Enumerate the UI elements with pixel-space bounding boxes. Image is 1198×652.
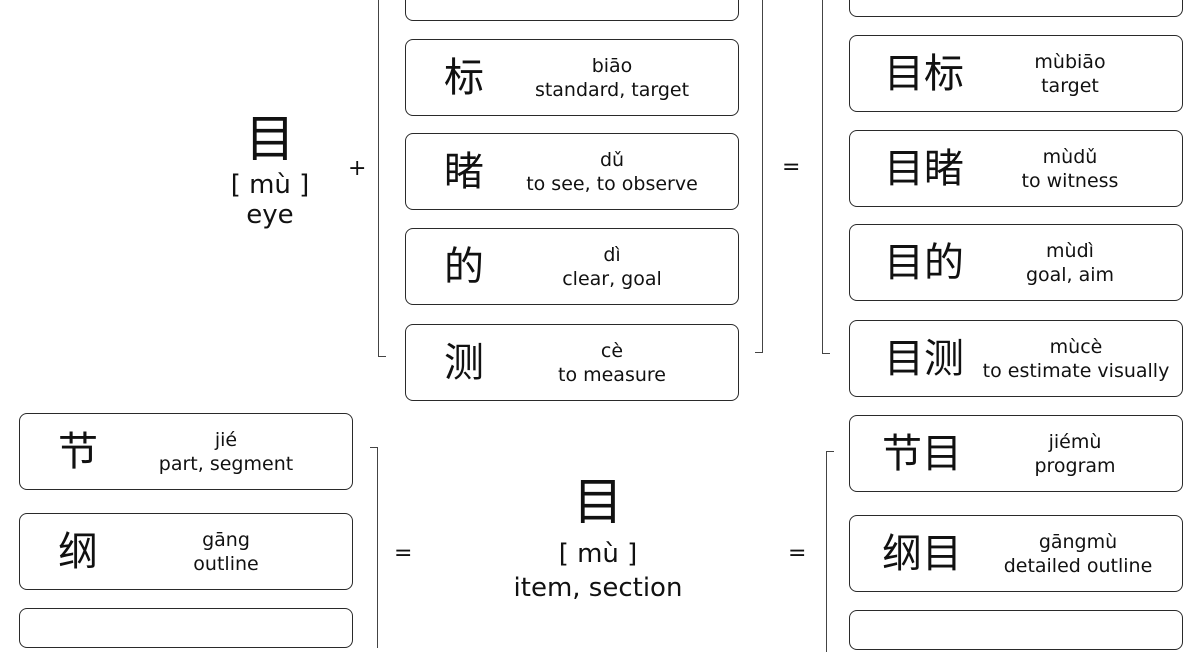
word-card: 节 jié part, segment	[19, 413, 353, 490]
result-char: 节目	[882, 430, 962, 477]
card-char: 标	[444, 54, 484, 101]
card-meaning: to see, to observe	[526, 172, 698, 195]
result-card: 目标 mùbiāo target	[849, 35, 1183, 112]
result-pinyin: mùbiāo	[1034, 50, 1106, 73]
card-info: biāo standard, target	[526, 54, 698, 102]
card-meaning: to measure	[558, 363, 666, 386]
equals-sign: =	[782, 155, 801, 180]
card-info: dì clear, goal	[526, 243, 698, 291]
result-meaning: target	[1041, 74, 1099, 97]
card-char: 测	[444, 339, 484, 386]
root-pinyin: [ mù ]	[230, 170, 310, 200]
result-pinyin: gāngmù	[1038, 530, 1118, 553]
card-pinyin: dì	[603, 243, 621, 266]
word-card: 睹 dǔ to see, to observe	[405, 133, 739, 210]
card-info: jié part, segment	[140, 428, 312, 476]
result-meaning: to witness	[1021, 169, 1119, 192]
result-char: 目的	[884, 239, 964, 286]
result-info: jiémù program	[982, 430, 1168, 478]
root-character-item: 目 [ mù ] item, section	[488, 477, 708, 603]
result-card: 目的 mùdì goal, aim	[849, 224, 1183, 301]
equals-sign-right: =	[788, 541, 807, 566]
equals-sign-left: =	[394, 541, 413, 566]
card-meaning: clear, goal	[562, 267, 662, 290]
card-meaning: part, segment	[158, 452, 294, 475]
card-meaning: standard, target	[534, 78, 690, 101]
bracket-left-bottom	[826, 451, 834, 652]
root-meaning: eye	[246, 200, 294, 230]
card-info: cè to measure	[526, 339, 698, 387]
bracket-right-bottom	[370, 447, 378, 648]
result-pinyin: mùdì	[1046, 239, 1094, 262]
card-pinyin: biāo	[591, 54, 633, 77]
result-info: mùdì goal, aim	[980, 239, 1160, 287]
result-card: 目测 mùcè to estimate visually	[849, 320, 1183, 397]
card-pinyin: jié	[214, 428, 238, 451]
result-char: 目标	[884, 50, 964, 97]
result-pinyin: mùdǔ	[1042, 145, 1098, 168]
card-info: gāng outline	[140, 528, 312, 576]
result-card: 纲目 gāngmù detailed outline	[849, 515, 1183, 592]
bracket-right	[755, 0, 763, 353]
word-card-partial	[19, 608, 353, 648]
word-card: 测 cè to measure	[405, 324, 739, 401]
word-card: 的 dì clear, goal	[405, 228, 739, 305]
bracket-left-results	[822, 0, 830, 354]
card-pinyin: dǔ	[599, 148, 625, 171]
word-card-partial	[405, 0, 739, 21]
card-meaning: outline	[193, 552, 259, 575]
result-char: 纲目	[882, 530, 962, 577]
card-info: dǔ to see, to observe	[526, 148, 698, 196]
root-pinyin: [ mù ]	[558, 539, 638, 569]
plus-sign: +	[348, 156, 367, 181]
card-pinyin: cè	[600, 339, 624, 362]
card-char: 的	[444, 243, 484, 290]
result-meaning: program	[1034, 454, 1116, 477]
card-pinyin: gāng	[202, 528, 250, 551]
result-meaning: to estimate visually	[982, 359, 1170, 382]
result-meaning: goal, aim	[1025, 263, 1115, 286]
result-info: mùdǔ to witness	[980, 145, 1160, 193]
result-pinyin: jiémù	[1048, 430, 1102, 453]
card-char: 睹	[444, 148, 484, 195]
result-meaning: detailed outline	[1003, 554, 1153, 577]
card-char: 节	[58, 428, 98, 475]
root-meaning: item, section	[513, 573, 683, 603]
root-char: 目	[245, 110, 295, 168]
result-char: 目测	[884, 335, 964, 382]
result-card: 节目 jiémù program	[849, 415, 1183, 492]
word-card: 标 biāo standard, target	[405, 39, 739, 116]
root-char: 目	[573, 473, 623, 531]
result-info: mùbiāo target	[980, 50, 1160, 98]
bracket-left	[378, 0, 386, 357]
result-char: 目睹	[884, 145, 964, 192]
root-character-eye: 目 [ mù ] eye	[210, 114, 330, 230]
result-info: gāngmù detailed outline	[990, 530, 1166, 578]
card-char: 纲	[58, 528, 98, 575]
result-card: 目睹 mùdǔ to witness	[849, 130, 1183, 207]
result-card-partial	[849, 610, 1183, 650]
result-info: mùcè to estimate visually	[978, 335, 1174, 383]
word-card: 纲 gāng outline	[19, 513, 353, 590]
result-pinyin: mùcè	[1049, 335, 1103, 358]
result-card-partial	[849, 0, 1183, 17]
